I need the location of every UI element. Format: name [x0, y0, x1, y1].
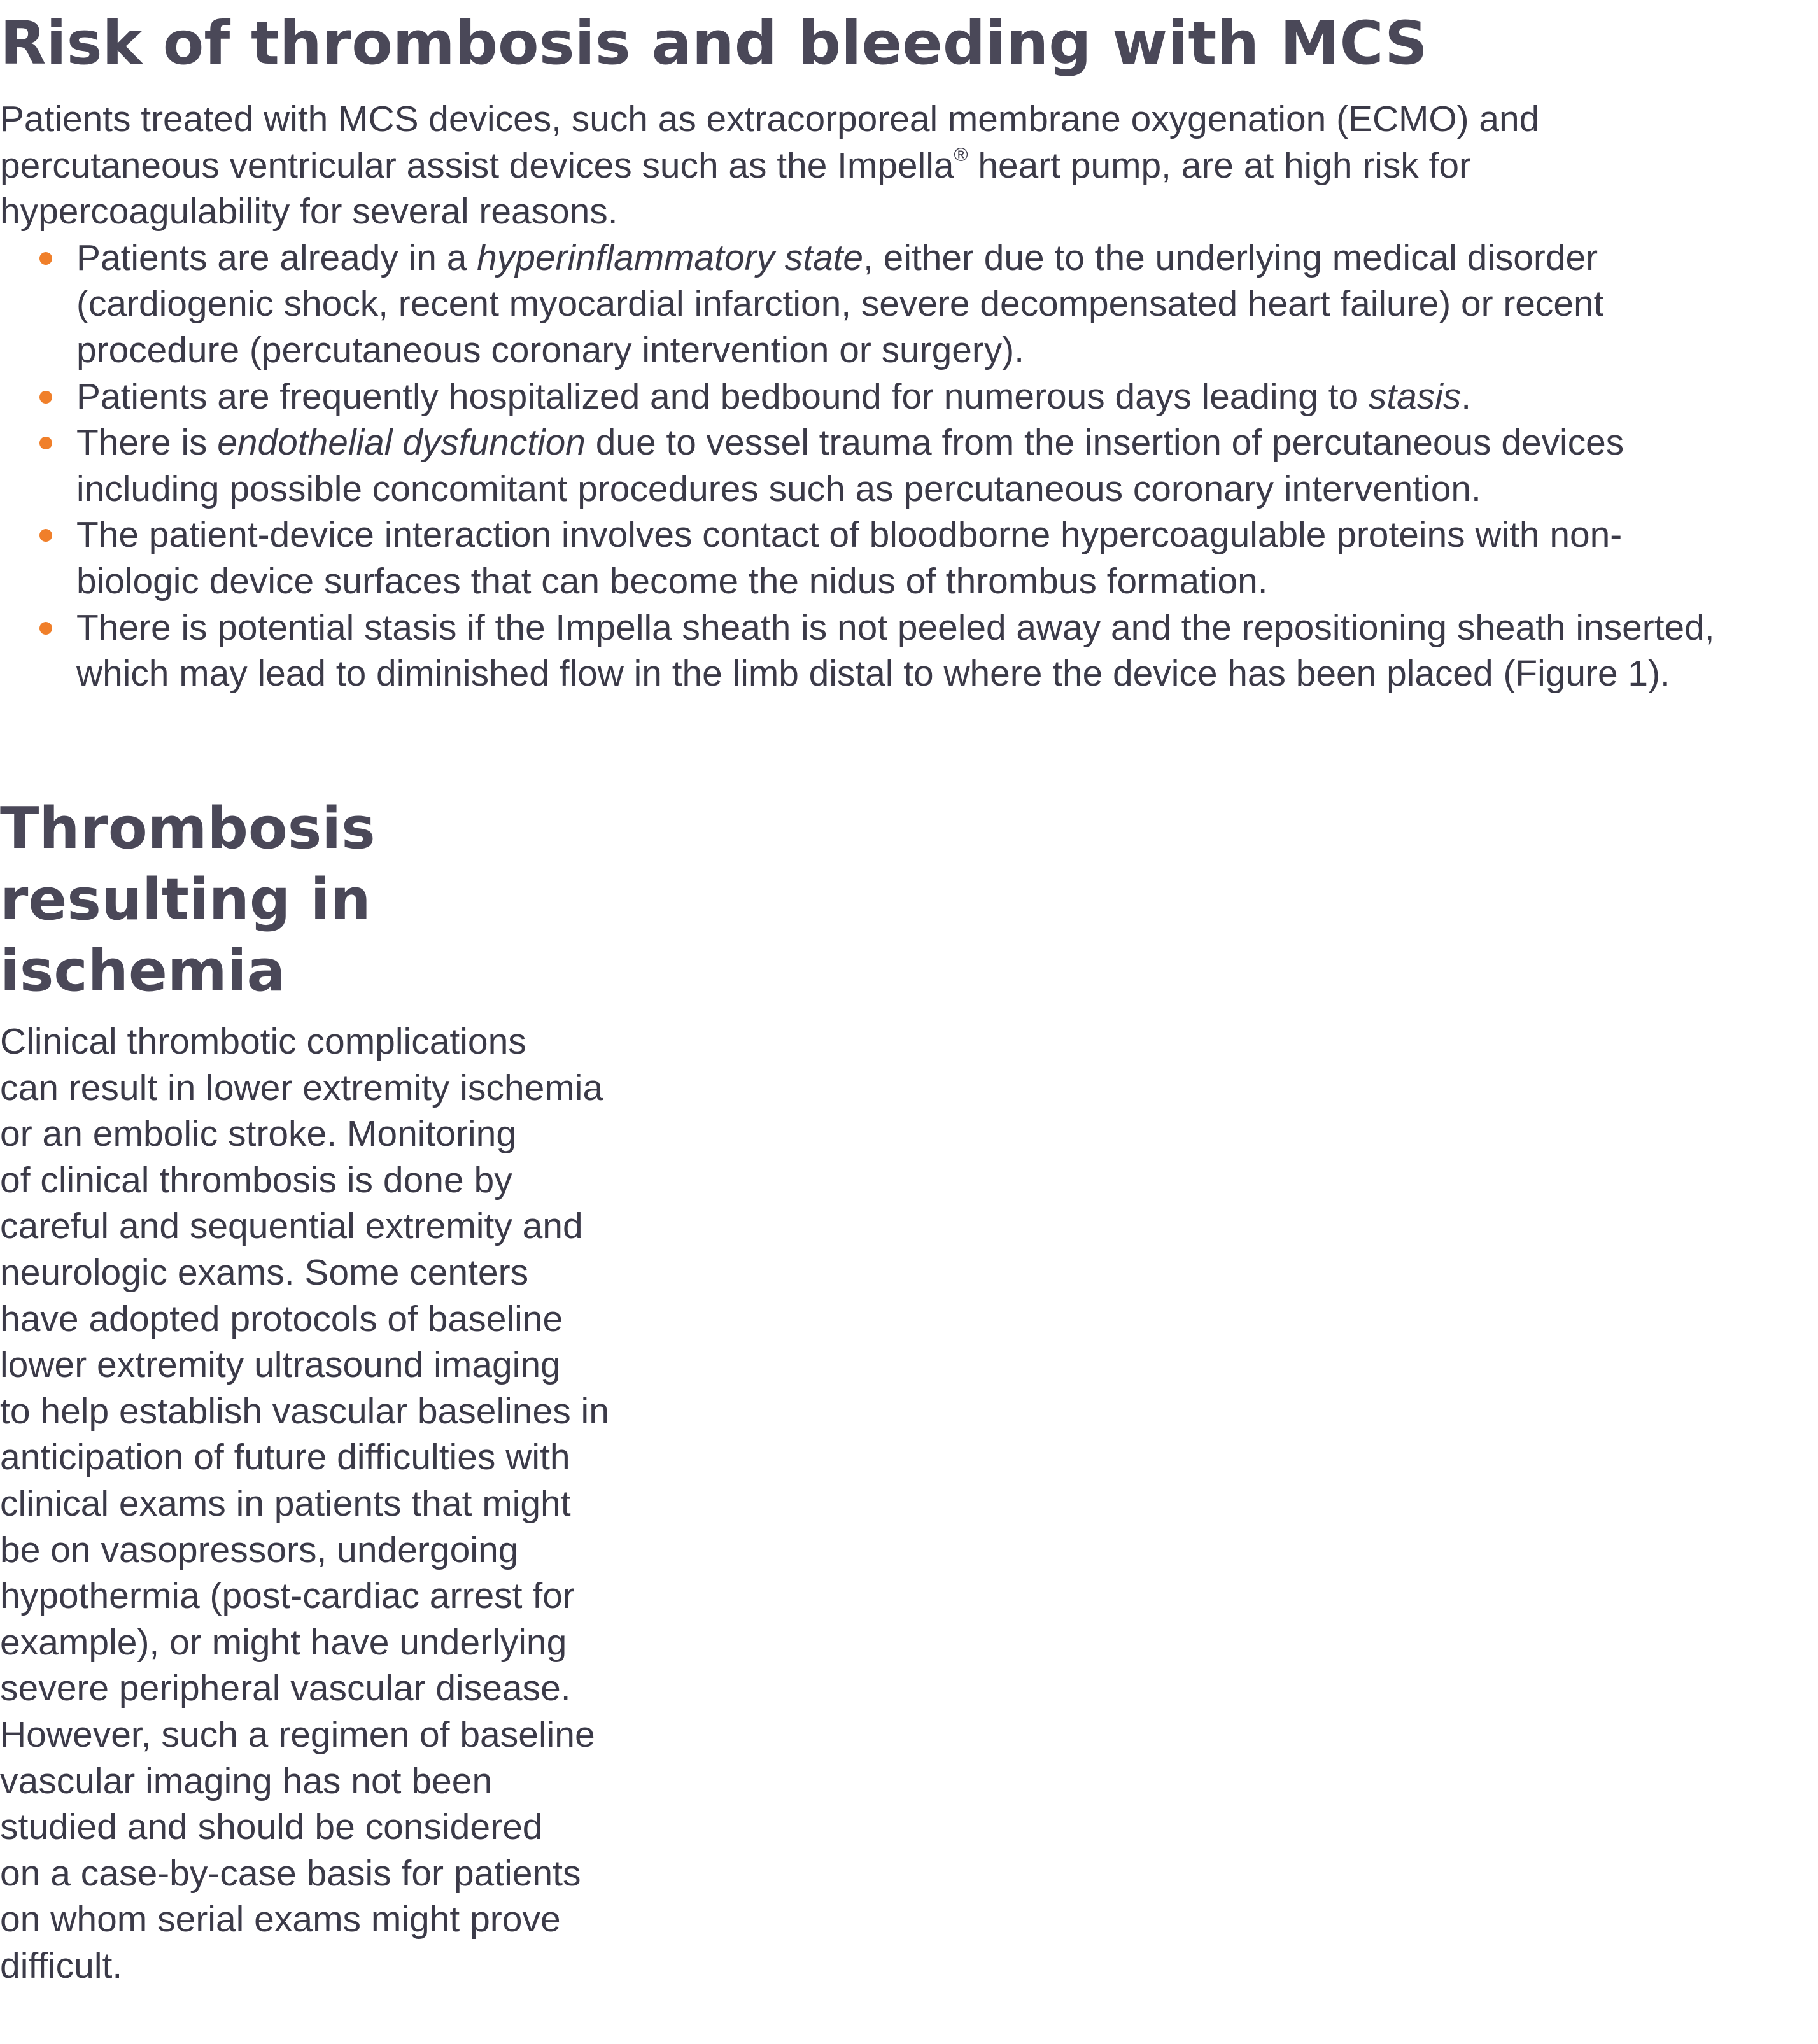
paragraph-line: severe peripheral vascular disease.: [0, 1668, 571, 1709]
paragraph-line: However, such a regimen of baseline: [0, 1714, 595, 1755]
list-item-line: (cardiogenic shock, recent myocardial in…: [76, 284, 1604, 325]
paragraph-line: example), or might have underlying: [0, 1621, 567, 1663]
section-title-line: resulting in: [0, 866, 371, 933]
paragraph-line: neurologic exams. Some centers: [0, 1251, 529, 1293]
text-fragment: Patients are already in a: [76, 237, 477, 278]
bullet-dot-icon: [39, 251, 52, 265]
thrombosis-section-body: Clinical thrombotic complications can re…: [0, 1018, 609, 1989]
risk-section-body: Patients treated with MCS devices, such …: [0, 97, 1818, 698]
list-item-line: Patients are frequently hospitalized and…: [76, 374, 1818, 421]
emphasis-text: stasis: [1368, 376, 1462, 417]
paragraph-line: careful and sequential extremity and: [0, 1206, 583, 1247]
paragraph-line: studied and should be considered: [0, 1807, 543, 1848]
list-item-line: Patients are already in a hyperinflammat…: [76, 236, 1818, 282]
list-item-line: There is endothelial dysfunction due to …: [76, 420, 1818, 467]
paragraph-line: hypothermia (post-cardiac arrest for: [0, 1575, 575, 1617]
emphasis-text: hyperinflammatory state: [477, 237, 864, 278]
emphasis-text: endothelial dysfunction: [217, 423, 586, 463]
section-title-line: Thrombosis: [0, 795, 376, 862]
intro-text-fragment: percutaneous ventricular assist devices …: [0, 145, 954, 186]
bullet-dot-icon: [39, 529, 52, 542]
paragraph-line: of clinical thrombosis is done by: [0, 1159, 512, 1201]
list-item: There is endothelial dysfunction due to …: [0, 420, 1818, 512]
paragraph-line: Clinical thrombotic complications: [0, 1021, 526, 1062]
intro-paragraph-line: percutaneous ventricular assist devices …: [0, 143, 1818, 190]
section-title-line: ischemia: [0, 938, 286, 1004]
registered-trademark-symbol: ®: [954, 144, 968, 166]
list-item-line: which may lead to diminished flow in the…: [76, 654, 1670, 694]
paragraph-line: or an embolic stroke. Monitoring: [0, 1113, 517, 1155]
paragraph-line: can result in lower extremity ischemia: [0, 1067, 603, 1108]
section-title-thrombosis: Thrombosis resulting in ischemia: [0, 793, 376, 1007]
risk-factor-list: Patients are already in a hyperinflammat…: [0, 236, 1818, 698]
list-item-line: including possible concomitant procedure…: [76, 469, 1481, 509]
text-fragment: , either due to the underlying medical d…: [863, 237, 1598, 278]
paragraph-line: to help establish vascular baselines in: [0, 1390, 609, 1432]
bullet-dot-icon: [39, 437, 52, 450]
list-item-line: procedure (percutaneous coronary interve…: [76, 330, 1024, 370]
list-item-line: The patient-device interaction involves …: [76, 515, 1623, 556]
paragraph-line: have adopted protocols of baseline: [0, 1298, 563, 1339]
text-fragment: .: [1461, 376, 1472, 417]
paragraph-line: be on vasopressors, undergoing: [0, 1529, 519, 1570]
text-fragment: Patients are frequently hospitalized and…: [76, 376, 1369, 417]
paragraph-line: on a case-by-case basis for patients: [0, 1852, 581, 1894]
list-item: The patient-device interaction involves …: [0, 512, 1818, 605]
paragraph-line: anticipation of future difficulties with: [0, 1437, 570, 1478]
list-item-line: biologic device surfaces that can become…: [76, 561, 1268, 602]
paragraph-line: difficult.: [0, 1945, 123, 1986]
paragraph-line: vascular imaging has not been: [0, 1760, 493, 1801]
text-fragment: due to vessel trauma from the insertion …: [585, 423, 1624, 463]
paragraph-line: on whom serial exams might prove: [0, 1899, 561, 1940]
list-item: Patients are already in a hyperinflammat…: [0, 236, 1818, 374]
intro-paragraph-line: Patients treated with MCS devices, such …: [0, 99, 1540, 139]
section-title-risk: Risk of thrombosis and bleeding with MCS: [0, 9, 1428, 78]
list-item: There is potential stasis if the Impella…: [0, 605, 1818, 698]
bullet-dot-icon: [39, 621, 52, 635]
text-fragment: There is: [76, 423, 218, 463]
list-item-line: There is potential stasis if the Impella…: [76, 607, 1715, 648]
paragraph-line: clinical exams in patients that might: [0, 1483, 571, 1524]
intro-text-fragment: heart pump, are at high risk for: [968, 145, 1471, 186]
paragraph-line: lower extremity ultrasound imaging: [0, 1344, 561, 1386]
intro-paragraph-line: hypercoagulability for several reasons.: [0, 192, 618, 232]
bullet-dot-icon: [39, 390, 52, 404]
list-item: Patients are frequently hospitalized and…: [0, 374, 1818, 421]
